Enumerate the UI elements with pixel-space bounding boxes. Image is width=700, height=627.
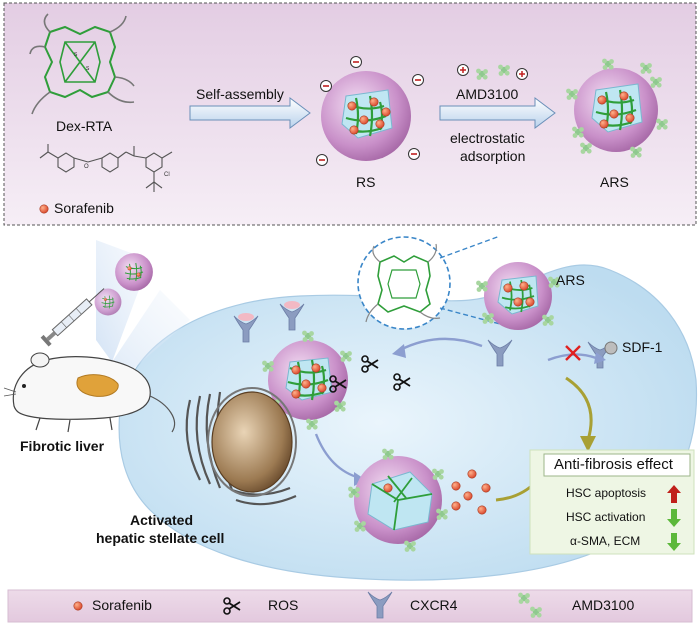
effect-arrow: [565, 376, 593, 441]
sorafenib-dot-icon: [73, 601, 83, 611]
effect-arrow-head: [580, 436, 596, 452]
syringe-icon: [40, 288, 105, 347]
self-assembly-arrow: [189, 97, 311, 129]
circulating-ars-particle: [94, 288, 122, 316]
negative-charge-icon: [319, 79, 333, 93]
bound-ligand-icon: [238, 313, 254, 321]
sorafenib-structure-icon: Cl O: [39, 144, 173, 192]
mouse-icon: [3, 352, 176, 433]
released-sorafenib-icon: [451, 481, 461, 491]
legend-amd3100-label: AMD3100: [572, 597, 635, 613]
legend-bar: [7, 589, 693, 623]
ars-label-top: ARS: [600, 174, 629, 190]
ars-nanoparticle: [566, 58, 668, 158]
down-arrow-icon: [667, 533, 681, 551]
self-assembly-label: Self-assembly: [196, 86, 284, 102]
adsorption-label: adsorption: [460, 148, 526, 164]
hepatic-stellate-cell-label: hepatic stellate cell: [96, 530, 225, 546]
released-sorafenib-icon: [477, 505, 487, 515]
sdf-1-icon: [604, 341, 618, 355]
internalization-arrow: [399, 337, 483, 352]
sorafenib-label: Sorafenib: [54, 200, 114, 216]
targeting-beam: [112, 290, 190, 370]
electrostatic-adsorption-arrow: [439, 97, 556, 129]
released-sorafenib-icon: [467, 469, 477, 479]
svg-text:Cl: Cl: [164, 172, 170, 178]
electrostatic-label: electrostatic: [450, 130, 525, 146]
ars-label-middle: ARS: [556, 272, 585, 288]
fibrotic-liver-label: Fibrotic liver: [20, 438, 105, 454]
circulating-ars-particle: [115, 253, 153, 291]
rs-label: RS: [356, 174, 376, 190]
internalized-ars-particle: [262, 330, 352, 430]
svg-text:S: S: [74, 52, 78, 58]
released-sorafenib-icon: [463, 491, 473, 501]
ars-nanoparticle-bound: [476, 262, 560, 330]
released-sorafenib-icon: [481, 483, 491, 493]
negative-charge-icon: [315, 153, 329, 167]
legend-cxcr4-label: CXCR4: [410, 597, 458, 613]
negative-charge-icon: [349, 55, 363, 69]
dex-rta-polymer-icon: SS: [29, 13, 135, 115]
degraded-ars-particle: [348, 448, 448, 552]
negative-charge-icon: [411, 73, 425, 87]
internalization-arrow-head: [392, 344, 406, 358]
nucleus: [207, 387, 297, 497]
polymer-zoom-inset: [357, 235, 501, 330]
liver-icon: [76, 374, 119, 397]
sdf-1-label: SDF-1: [622, 339, 663, 355]
up-arrow-icon: [667, 485, 681, 503]
positive-charge-icon: [456, 63, 470, 77]
down-arrow-icon: [667, 509, 681, 527]
sorafenib-dot-icon: [39, 204, 49, 214]
svg-text:O: O: [84, 164, 89, 170]
legend-ros-label: ROS: [268, 597, 299, 613]
activated-label: Activated: [130, 512, 194, 528]
svg-text:S: S: [86, 66, 90, 72]
bound-ligand-icon: [284, 301, 300, 309]
effect-title: Anti-fibrosis effect: [554, 456, 673, 473]
dex-rta-label: Dex-RTA: [56, 118, 113, 134]
effect-item-activation: HSC activation: [566, 510, 646, 524]
legend-sorafenib-label: Sorafenib: [92, 597, 152, 613]
effect-item-ecm: α-SMA, ECM: [570, 534, 641, 548]
rs-nanoparticle: [321, 71, 411, 161]
anti-fibrosis-effect-box: [529, 449, 695, 555]
blocked-binding-arrow: [547, 345, 606, 364]
negative-charge-icon: [407, 147, 421, 161]
released-sorafenib-icon: [451, 501, 461, 511]
effect-item-apoptosis: HSC apoptosis: [566, 486, 647, 500]
amd3100-label: AMD3100: [456, 86, 519, 102]
positive-charge-icon: [515, 67, 529, 81]
